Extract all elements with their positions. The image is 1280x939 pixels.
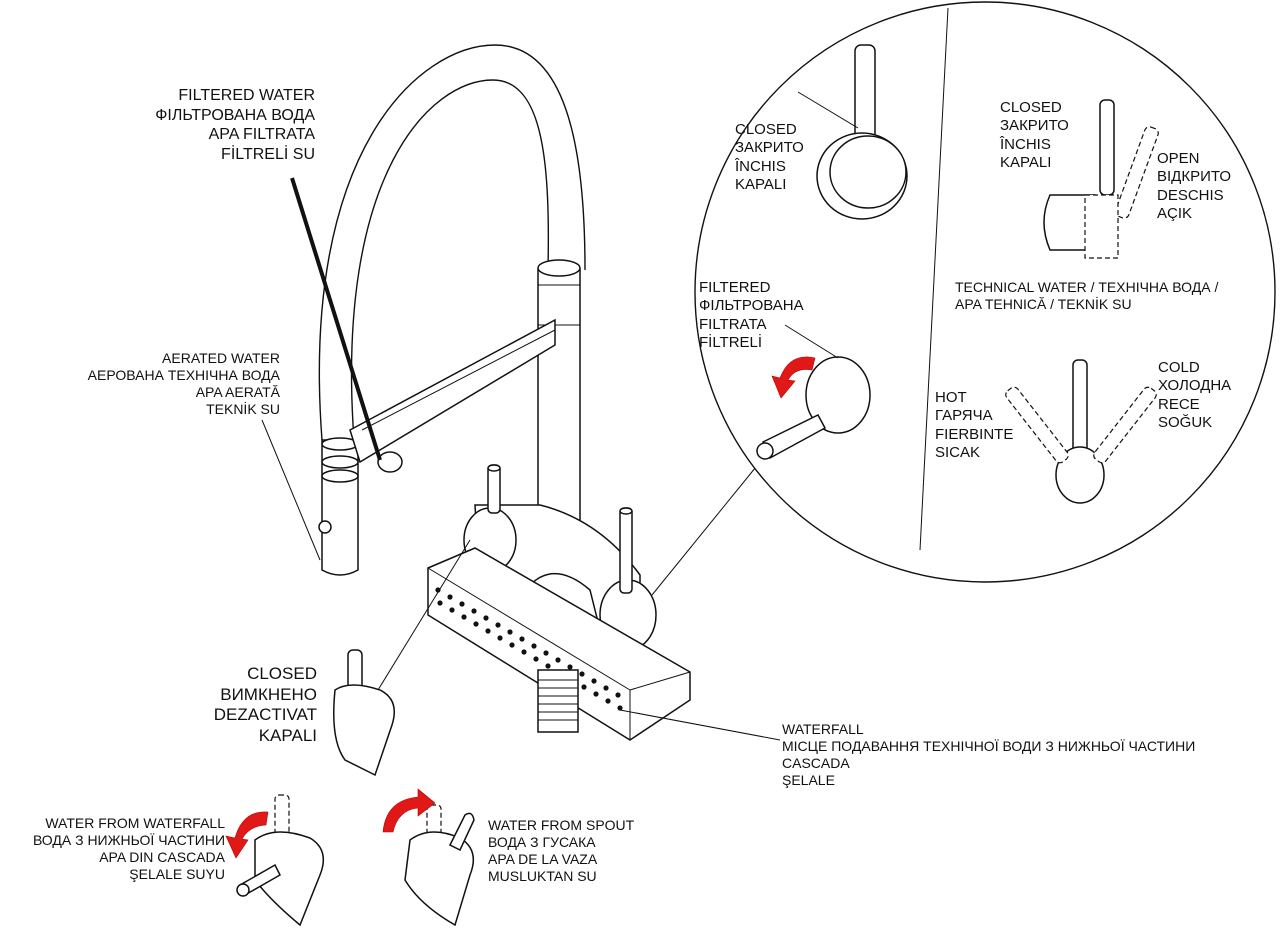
waterfall-block [427, 547, 691, 741]
pull-down-head [318, 437, 359, 576]
valve-spout-small [404, 804, 475, 927]
filter-line [290, 177, 382, 461]
rotation-arrow-spout [382, 788, 436, 833]
spout-arch [318, 44, 586, 441]
rotation-arrow-waterfall [225, 811, 269, 859]
detail-circle [694, 1, 1276, 583]
leader-lines [261, 419, 781, 741]
closed-valve-small [333, 649, 395, 777]
spout-body [349, 259, 581, 536]
label-technical-water: TECHNICAL WATER / ТЕХНІЧНА ВОДА /APA TEH… [955, 279, 1219, 313]
valve-waterfall-small [236, 794, 325, 927]
rotation-arrow-filtered [771, 356, 816, 399]
